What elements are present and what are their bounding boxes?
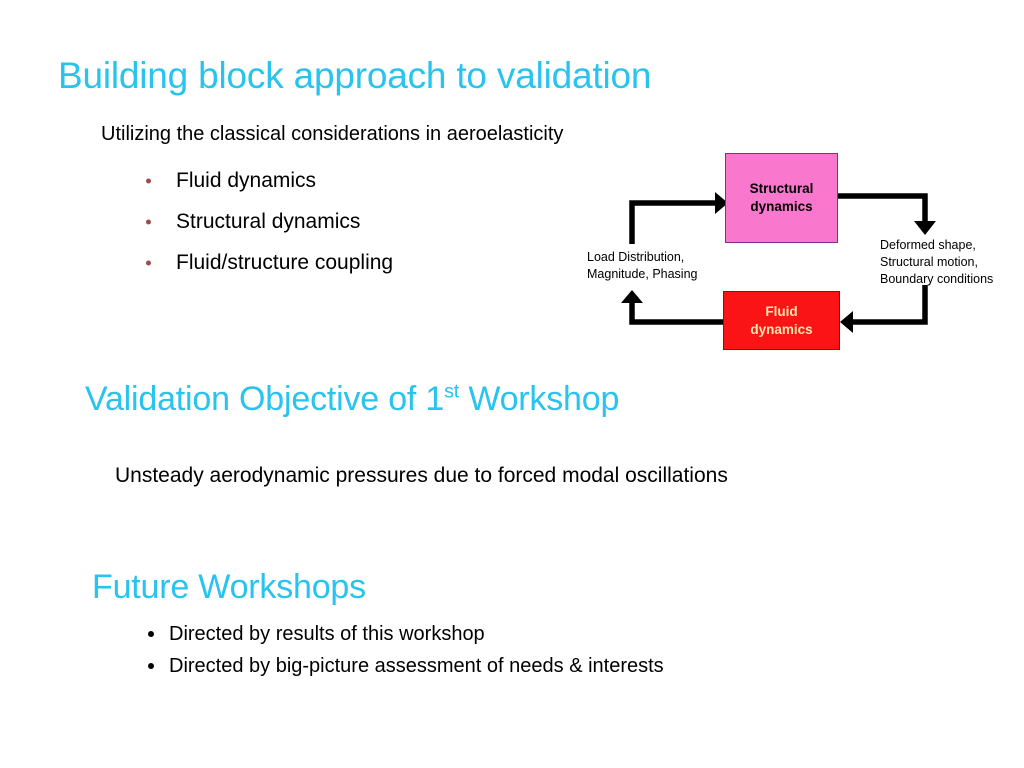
diagram-label-deformed-line2: Structural motion, (880, 255, 978, 269)
bullet-dot-icon (146, 260, 151, 265)
page-title: Building block approach to validation (58, 55, 652, 96)
section-heading-validation-objective: Validation Objective of 1st Workshop (85, 378, 619, 420)
diagram-box-fluid-line2: dynamics (750, 321, 813, 337)
diagram-box-structural-line1: Structural (749, 181, 814, 196)
diagram-label-deformed-line1: Deformed shape, (880, 238, 976, 252)
aeroelasticity-intro-text: Utilizing the classical considerations i… (101, 123, 564, 145)
list-item-label: Fluid/structure coupling (176, 251, 394, 274)
list-item-label: Fluid dynamics (176, 169, 317, 192)
bullet-dot-icon (146, 219, 151, 224)
diagram-box-structural-line2: dynamics (750, 199, 813, 214)
list-item-label: Directed by results of this workshop (169, 623, 485, 645)
diagram-label-load-line2: Magnitude, Phasing (587, 267, 698, 281)
arrow-structural-to-deformed (838, 193, 936, 235)
arrow-deformed-to-fluid (840, 285, 928, 333)
heading-superscript: st (444, 380, 460, 403)
list-item: Directed by results of this workshop (140, 618, 664, 650)
list-item-label: Structural dynamics (176, 210, 361, 233)
heading-suffix: Workshop (459, 380, 620, 418)
loop-arrows-svg (621, 192, 936, 333)
heading-prefix: Validation Objective of 1 (85, 380, 445, 418)
diagram-box-fluid-line1: Fluid (765, 303, 798, 319)
future-workshops-bullet-list: Directed by results of this workshop Dir… (140, 618, 664, 682)
aeroelasticity-bullet-list: Fluid dynamics Structural dynamics Fluid… (140, 160, 393, 283)
bullet-dot-icon (148, 631, 154, 637)
section-heading-future-workshops: Future Workshops (92, 568, 366, 606)
list-item-label: Directed by big-picture assessment of ne… (169, 655, 664, 677)
diagram-label-load-line1: Load Distribution, (587, 250, 685, 264)
diagram-label-deformed-line3: Boundary conditions (880, 272, 994, 286)
aeroelastic-feedback-loop-diagram: Structural dynamics Fluid dynamics Load … (575, 145, 1024, 365)
list-item: Fluid/structure coupling (140, 242, 393, 283)
arrow-load-to-structural (629, 192, 728, 244)
list-item: Fluid dynamics (140, 160, 393, 201)
list-item: Structural dynamics (140, 201, 393, 242)
arrow-fluid-to-load (621, 290, 723, 325)
bullet-dot-icon (148, 663, 154, 669)
list-item: Directed by big-picture assessment of ne… (140, 650, 664, 682)
bullet-dot-icon (146, 178, 151, 183)
diagram-label-deformed-shape: Deformed shape, Structural motion, Bound… (880, 237, 993, 288)
validation-objective-text: Unsteady aerodynamic pressures due to fo… (115, 464, 728, 487)
diagram-box-structural-dynamics: Structural dynamics (725, 153, 838, 243)
diagram-label-load-distribution: Load Distribution, Magnitude, Phasing (587, 249, 698, 283)
diagram-box-fluid-dynamics: Fluid dynamics (723, 291, 840, 350)
